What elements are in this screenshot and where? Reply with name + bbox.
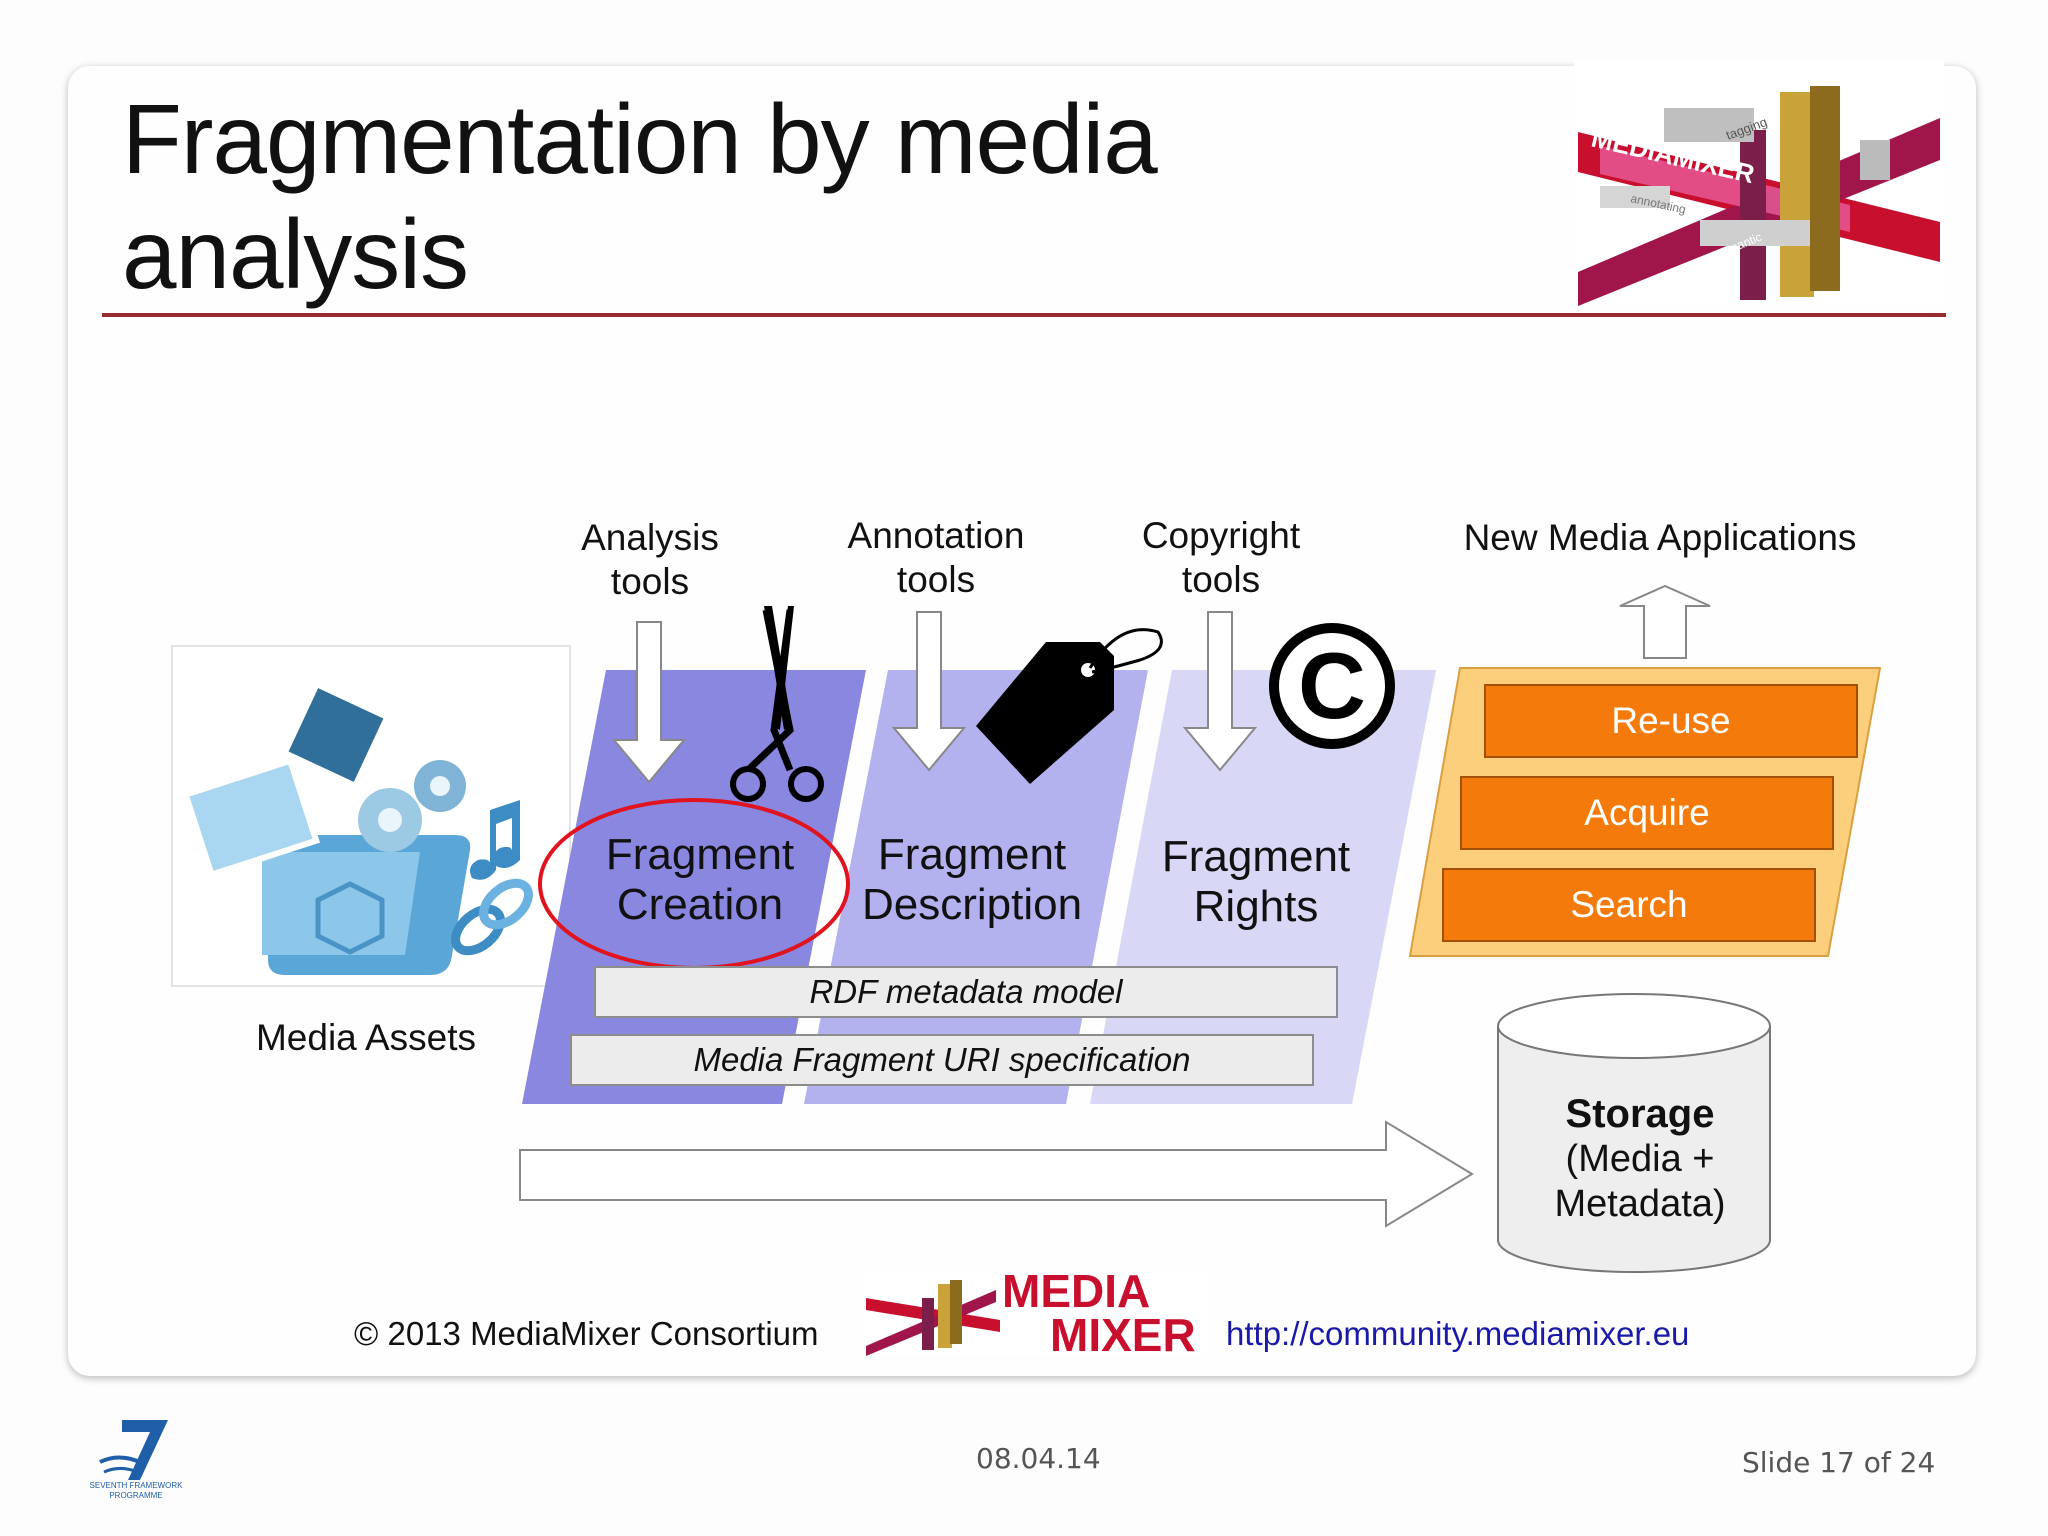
analysis-tools-label: Analysis tools xyxy=(560,516,740,604)
media-assets-illustration xyxy=(171,645,571,987)
fp7-logo: SEVENTH FRAMEWORK PROGRAMME xyxy=(90,1420,184,1500)
copyright-icon: C xyxy=(1269,623,1395,749)
annotation-tools-arrow xyxy=(891,611,967,772)
svg-text:C: C xyxy=(1298,633,1366,738)
annotation-tools-line-2: tools xyxy=(896,559,976,600)
fragment-creation-line-1: Fragment xyxy=(605,830,795,879)
footer-logo-mixer: MIXER xyxy=(1050,1309,1196,1361)
scissors-icon xyxy=(730,606,824,802)
copyright-tools-label: Copyright tools xyxy=(1116,514,1326,602)
new-media-applications-label: New Media Applications xyxy=(1463,517,1857,558)
analysis-tools-line-2: tools xyxy=(610,561,690,602)
logo-word-media: media xyxy=(1843,251,1879,273)
fragment-creation-label: Fragment Creation xyxy=(580,830,820,930)
analysis-tools-line-1: Analysis xyxy=(581,517,719,558)
flow-arrow-to-storage xyxy=(519,1120,1474,1228)
tag-icon xyxy=(976,628,1163,784)
fp7-line-2: PROGRAMME xyxy=(109,1491,162,1500)
slide-number: Slide 17 of 24 xyxy=(1742,1446,1936,1479)
fragment-description-line-1: Fragment xyxy=(877,830,1067,879)
fragment-description-line-2: Description xyxy=(861,880,1083,929)
fragment-rights-line-1: Fragment xyxy=(1161,832,1351,881)
analysis-tools-arrow xyxy=(611,621,687,784)
storage-line-2: (Media + xyxy=(1565,1138,1715,1180)
title-rule xyxy=(102,313,1946,317)
copyright-tools-arrow xyxy=(1182,611,1258,772)
copyright-tools-line-2: tools xyxy=(1181,559,1261,600)
app-search: Search xyxy=(1442,868,1816,942)
app-reuse: Re-use xyxy=(1484,684,1858,758)
title-line-1: Fragmentation by media xyxy=(122,84,1158,194)
footer-mediamixer-logo xyxy=(866,1272,1206,1356)
mediamixer-logo-art: MEDIAMIXER tagging annotating semantic m… xyxy=(1578,86,1940,306)
footer-url-link[interactable]: http://community.mediamixer.eu xyxy=(1226,1315,1690,1352)
footer-logo-media: MEDIA xyxy=(1002,1265,1151,1317)
annotation-tools-line-1: Annotation xyxy=(847,515,1025,556)
footer-copyright: © 2013 MediaMixer Consortium xyxy=(354,1315,819,1352)
title-line-2: analysis xyxy=(122,199,469,309)
app-acquire: Acquire xyxy=(1460,776,1834,850)
fragment-rights-line-2: Rights xyxy=(1193,882,1319,931)
media-fragment-uri-bar: Media Fragment URI specification xyxy=(570,1034,1314,1086)
annotation-tools-label: Annotation tools xyxy=(826,514,1046,602)
media-assets-label: Media Assets xyxy=(255,1017,477,1058)
storage-title: Storage xyxy=(1565,1092,1715,1136)
storage-cylinder xyxy=(1497,993,1771,1273)
fp7-line-1: SEVENTH FRAMEWORK xyxy=(90,1481,184,1490)
rdf-metadata-bar: RDF metadata model xyxy=(594,966,1338,1018)
fragment-description-label: Fragment Description xyxy=(842,830,1102,930)
slide-title: Fragmentation by media analysis xyxy=(122,82,1422,312)
copyright-tools-line-1: Copyright xyxy=(1141,515,1301,556)
slide-date: 08.04.14 xyxy=(976,1442,1101,1475)
fragment-creation-line-2: Creation xyxy=(616,880,784,929)
fragment-rights-label: Fragment Rights xyxy=(1136,832,1376,932)
storage-line-3: Metadata) xyxy=(1554,1183,1726,1225)
applications-up-arrow xyxy=(1619,584,1711,659)
storage-label: Storage (Media + Metadata) xyxy=(1500,1092,1780,1227)
